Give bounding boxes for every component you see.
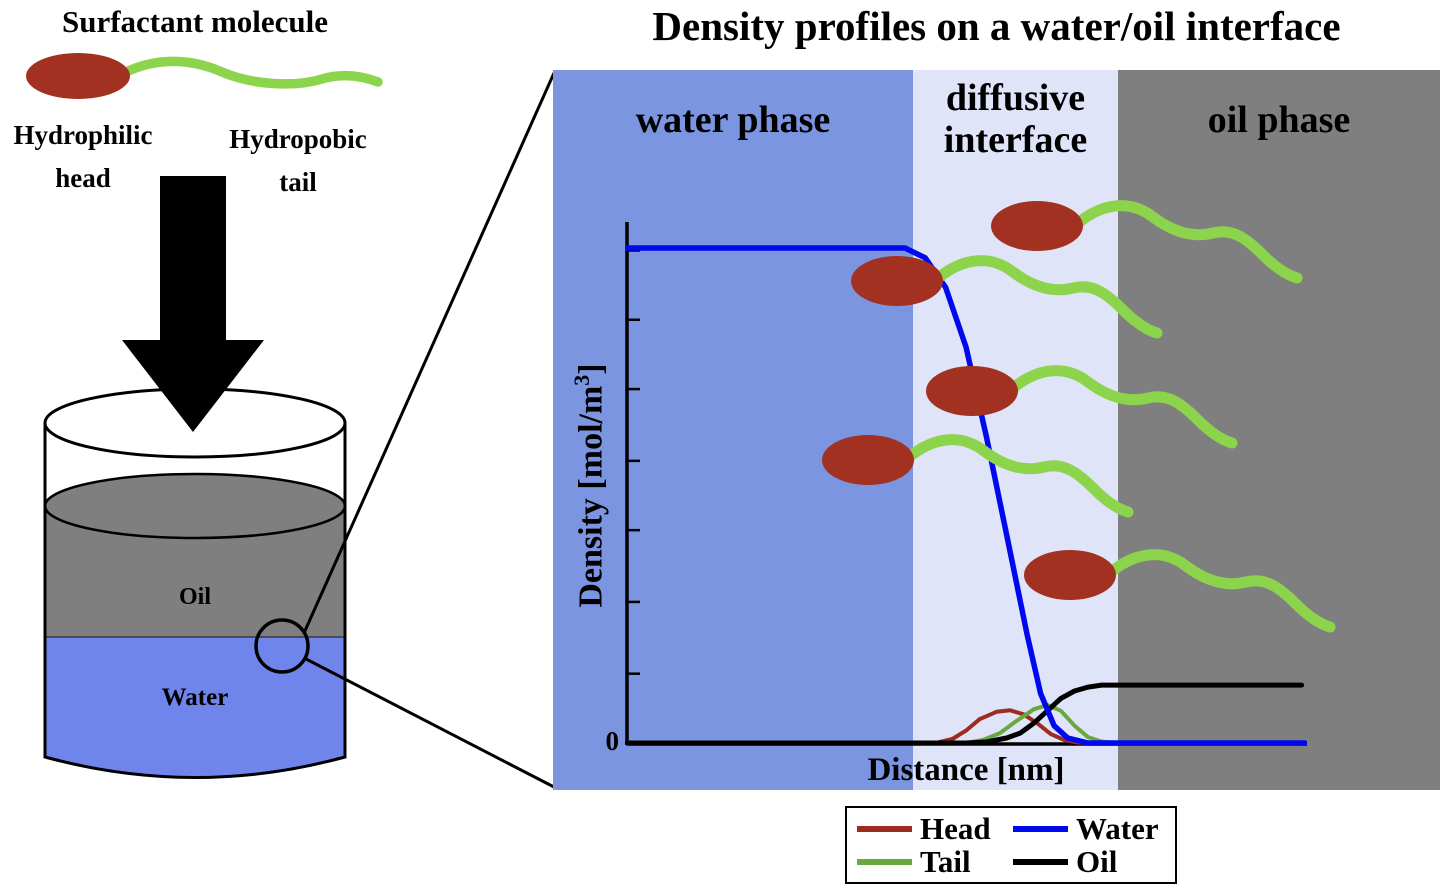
beaker (43, 387, 347, 779)
legend-swatch-tail (857, 858, 912, 865)
zoom-connector-line-top (302, 72, 556, 634)
origin-label: 0 (605, 726, 620, 756)
y-axis-label-sup: 3 (569, 374, 594, 386)
legend-item-tail: Tail (857, 846, 1013, 877)
surfactant-head-icon (26, 53, 130, 99)
zoom-connector-line-bottom (305, 657, 555, 789)
legend-item-head: Head (857, 813, 1013, 844)
beaker-outline (43, 423, 347, 779)
x-axis-label: Distance [nm] (867, 752, 1065, 788)
surfactant-title: Surfactant molecule (61, 4, 329, 39)
zoom-circle (254, 618, 310, 674)
legend-swatch-head (857, 825, 912, 832)
series-oil (625, 682, 1305, 746)
legend-label-tail: Tail (920, 844, 971, 879)
legend-swatch-oil (1013, 858, 1068, 865)
series-head (625, 708, 1307, 745)
down-arrow-icon (122, 176, 264, 432)
y-axis-label-text: Density [mol/m (572, 385, 610, 608)
surfactant-tail-icon (117, 56, 383, 89)
oil-surface-ellipse (43, 472, 347, 540)
legend-label-water: Water (1076, 811, 1159, 846)
beaker-water-label: Water (161, 684, 229, 711)
hydrophilic-head-label: Hydrophilic head (13, 120, 153, 194)
oil-phase-label: oil phase (1207, 99, 1351, 141)
diffusive-interface-label: diffusive interface (943, 77, 1088, 161)
y-axis-label-end: ] (572, 363, 610, 375)
surfactant-molecule-icon (26, 53, 383, 99)
density-chart-panel: water phase diffusive interface oil phas… (553, 70, 1440, 790)
legend-item-water: Water (1013, 813, 1169, 844)
density-plot (625, 222, 1307, 746)
y-axis-label: Density [mol/m3] (569, 222, 613, 749)
legend-item-oil: Oil (1013, 846, 1169, 877)
series-tail (625, 702, 1307, 745)
legend-label-head: Head (920, 811, 991, 846)
beaker-oil-label: Oil (178, 584, 211, 610)
water-phase-label: water phase (635, 99, 831, 141)
beaker-water-layer (45, 637, 345, 757)
hydrophobic-tail-label: Hydropobic tail (229, 124, 367, 198)
chart-title: Density profiles on a water/oil interfac… (652, 3, 1341, 49)
legend-swatch-water (1013, 825, 1068, 832)
series-water (625, 245, 1307, 746)
legend-label-oil: Oil (1076, 844, 1118, 879)
legend: Head Water Tail Oil (845, 806, 1177, 884)
